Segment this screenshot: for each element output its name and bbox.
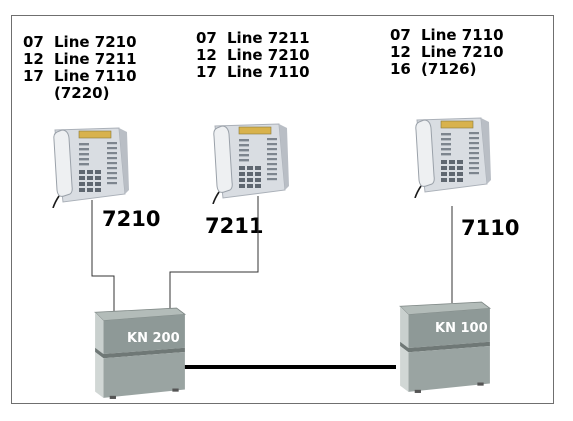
switch-kn100-icon <box>399 301 491 394</box>
switch-kn200-icon <box>94 307 186 400</box>
line-label: Line 7110 <box>54 67 137 85</box>
line-entry: 12 Line 7210 <box>390 44 504 61</box>
phone-3-line-list: 07 Line 7110 12 Line 7210 16 (7126) <box>390 27 504 78</box>
line-entry: 07 Line 7211 <box>196 30 310 47</box>
phone-2-cable <box>169 196 259 312</box>
line-code: 12 <box>23 50 44 68</box>
line-entry: 07 Line 7110 <box>390 27 504 44</box>
line-entry: (7220) <box>23 85 137 102</box>
phone-1-extension: 7210 <box>102 207 161 231</box>
line-label: Line 7211 <box>227 29 310 47</box>
phone-3-icon <box>414 117 492 198</box>
switch-kn200-label: KN 200 <box>127 331 180 346</box>
line-entry: 17 Line 7110 <box>23 68 137 85</box>
line-label: Line 7110 <box>421 26 504 44</box>
diagram-frame <box>11 15 554 404</box>
phone-1-icon <box>52 127 130 208</box>
line-entry: 12 Line 7211 <box>23 51 137 68</box>
phone-1-line-list: 07 Line 7210 12 Line 7211 17 Line 7110 (722… <box>23 34 137 102</box>
line-label: Line 7210 <box>421 43 504 61</box>
line-code: 17 <box>23 67 44 85</box>
line-code: 07 <box>23 33 44 51</box>
line-entry: 12 Line 7210 <box>196 47 310 64</box>
phone-1-cable <box>91 200 115 312</box>
line-label: Line 7210 <box>227 46 310 64</box>
line-label: Line 7110 <box>227 63 310 81</box>
phone-2-line-list: 07 Line 7211 12 Line 7210 17 Line 7110 <box>196 30 310 81</box>
phone-3-extension: 7110 <box>461 216 520 240</box>
line-code: 07 <box>196 29 217 47</box>
line-code: 07 <box>390 26 411 44</box>
line-code: 16 <box>390 60 411 78</box>
phone-2-extension: 7211 <box>205 214 264 238</box>
line-label: Line 7210 <box>54 33 137 51</box>
connection-lines <box>91 196 453 369</box>
switch-kn100-label: KN 100 <box>435 321 488 336</box>
line-code: 17 <box>196 63 217 81</box>
line-code: 12 <box>390 43 411 61</box>
phone-2-icon <box>212 123 290 204</box>
line-entry: 16 (7126) <box>390 61 504 78</box>
line-entry: 07 Line 7210 <box>23 34 137 51</box>
line-entry: 17 Line 7110 <box>196 64 310 81</box>
line-label: Line 7211 <box>54 50 137 68</box>
line-code: 12 <box>196 46 217 64</box>
line-label: (7220) <box>54 84 110 102</box>
line-label: (7126) <box>421 60 477 78</box>
